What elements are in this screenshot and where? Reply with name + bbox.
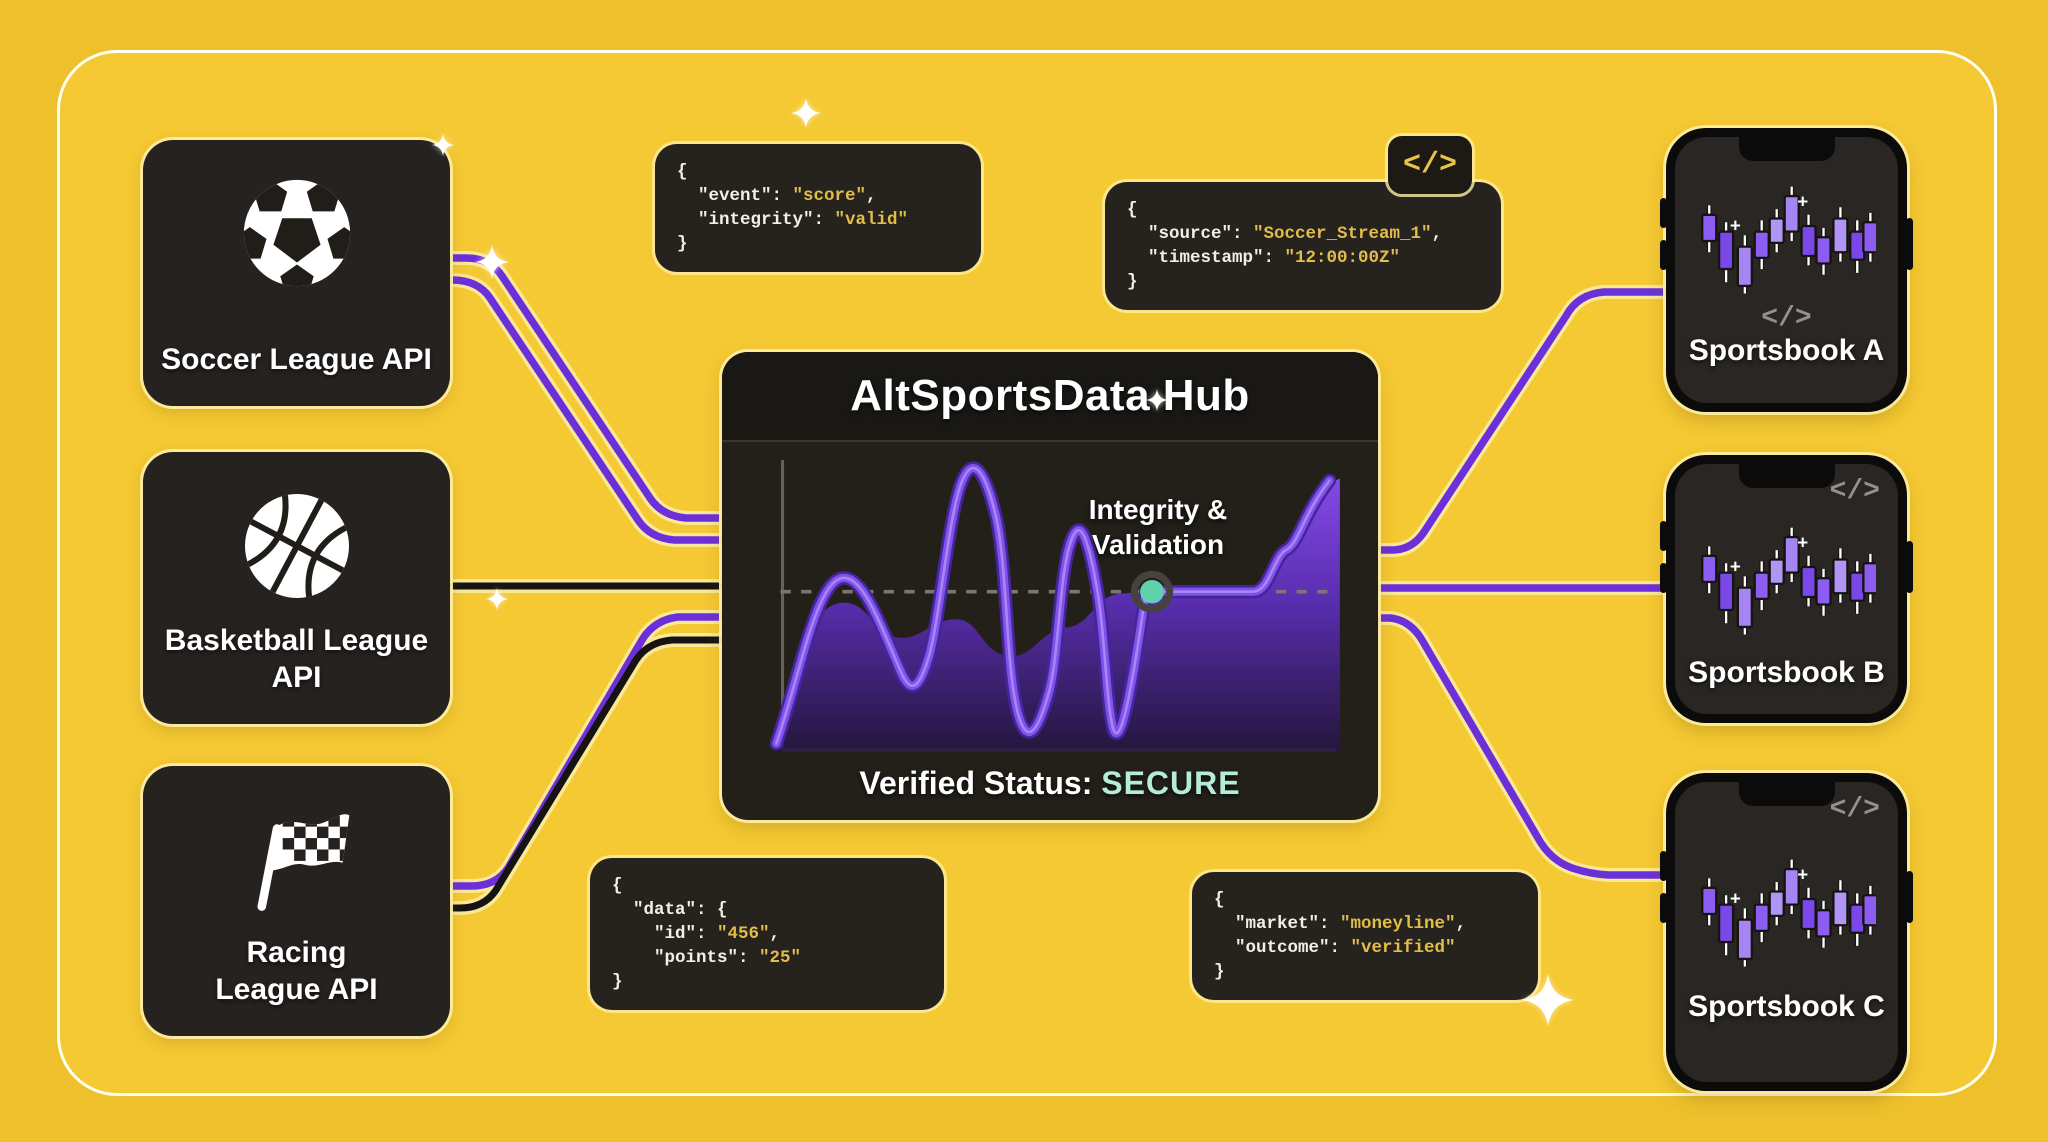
code-snippet-source: { "source": "Soccer_Stream_1", "timestam…	[1105, 182, 1501, 310]
hub-validation-chart	[769, 460, 1340, 752]
candlestick-chart-icon	[1698, 852, 1876, 976]
basketball-icon	[237, 486, 357, 611]
phone-notch	[1738, 782, 1835, 806]
source-label-racing: Racing League API	[215, 936, 378, 1006]
hub-status-value: SECURE	[1101, 765, 1241, 801]
wire-hub-to-sportsbook-a	[1367, 285, 1675, 557]
wire-racing-to-hub	[445, 610, 731, 915]
candlestick-chart-icon	[1698, 520, 1876, 644]
phone-label-a: Sportsbook A	[1688, 334, 1885, 367]
hub-title: AltSportsData Hub	[850, 371, 1250, 420]
code-badge-icon: </>	[1388, 136, 1472, 194]
phone-notch	[1738, 137, 1835, 161]
source-card-soccer: Soccer League API	[143, 140, 450, 406]
source-label-basketball: Basketball League API	[164, 624, 429, 694]
phone-sportsbook-a: </> Sportsbook A	[1660, 128, 1913, 412]
code-icon: </>	[1829, 794, 1880, 825]
hub-status-label: Verified Status:	[859, 765, 1102, 801]
candlestick-chart-icon	[1698, 179, 1876, 303]
code-snippet-market: { "market": "moneyline", "outcome": "ver…	[1192, 872, 1538, 1000]
hub-panel: AltSportsData Hub	[722, 352, 1378, 820]
validation-dot	[1140, 579, 1164, 604]
soccer-ball-icon	[238, 174, 356, 297]
sparkle-icon	[486, 588, 508, 610]
wire-soccer-to-hub	[445, 251, 731, 547]
sparkle-icon	[432, 134, 454, 156]
code-icon: </>	[1829, 476, 1880, 507]
sparkle-icon	[1146, 389, 1168, 411]
phone-sportsbook-c: </> Sportsbook C	[1660, 773, 1913, 1091]
code-snippet-event: { "event": "score", "integrity": "valid"…	[655, 144, 981, 272]
sparkle-icon	[475, 245, 509, 279]
validation-dot-ring	[1130, 570, 1174, 613]
sparkle-icon	[1522, 974, 1574, 1026]
phone-notch	[1738, 464, 1835, 488]
hub-header: AltSportsData Hub	[722, 352, 1378, 442]
checkered-flag-icon	[235, 800, 359, 923]
hub-status: Verified Status: SECURE	[722, 765, 1378, 802]
phone-label-c: Sportsbook C	[1688, 990, 1885, 1023]
code-icon: </>	[1761, 303, 1812, 334]
source-card-racing: Racing League API	[143, 766, 450, 1036]
code-snippet-data: { "data": { "id": "456", "points": "25"}	[590, 858, 944, 1010]
phone-label-b: Sportsbook B	[1688, 656, 1885, 689]
wire-hub-to-sportsbook-c	[1367, 611, 1675, 882]
phone-sportsbook-b: </> Sportsbook B	[1660, 455, 1913, 723]
source-card-basketball: Basketball League API	[143, 452, 450, 724]
chart-line-highlight	[775, 466, 1331, 745]
hub-annotation: Integrity & Validation	[1088, 494, 1228, 560]
sparkle-icon	[791, 98, 821, 128]
source-label-soccer: Soccer League API	[161, 343, 432, 376]
